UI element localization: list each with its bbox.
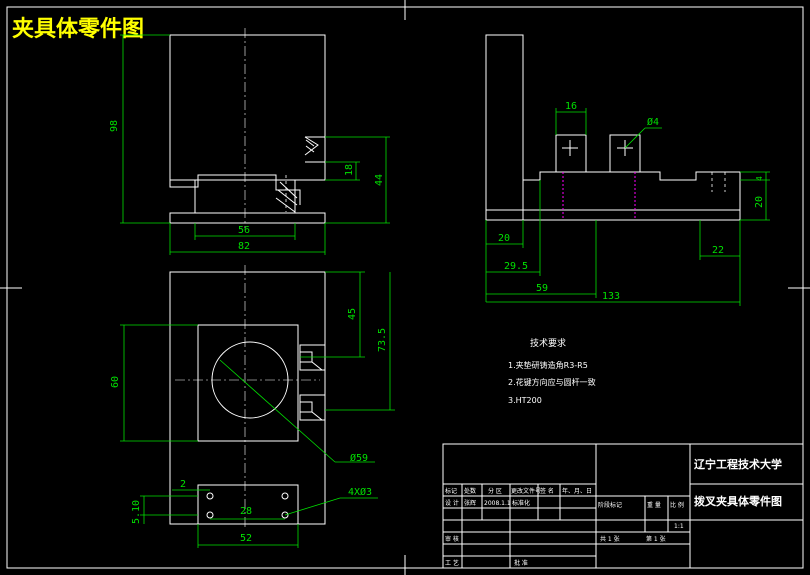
note-2: 2.花键方向应与圆杆一致 xyxy=(508,377,596,387)
dim-56: 56 xyxy=(238,225,250,236)
dim-44: 44 xyxy=(374,174,385,186)
dim-phi59: Ø59 xyxy=(350,452,368,464)
dim-133: 133 xyxy=(602,291,620,302)
tb-c10: 标准化 xyxy=(512,499,530,507)
dim-73-5: 73.5 xyxy=(377,328,388,352)
dim-29-5: 29.5 xyxy=(504,261,528,272)
tb-c8: 张辉 xyxy=(464,499,476,507)
tb-c3: 分 区 xyxy=(488,487,502,495)
tb-part-name: 拨叉夹具体零件图 xyxy=(694,494,782,508)
dim-22: 22 xyxy=(712,245,724,256)
dim-20-vertical: 20 xyxy=(754,196,765,208)
note-1: 1.夹垫研铸造角R3-R5 xyxy=(508,360,588,370)
dim-5-10: 5.10 xyxy=(131,500,142,524)
dim-16: 16 xyxy=(565,101,577,112)
top-view xyxy=(169,265,326,530)
dim-phi4: Ø4 xyxy=(647,116,659,128)
tb-school: 辽宁工程技术大学 xyxy=(694,457,782,471)
dim-18: 18 xyxy=(344,164,355,176)
tb-c1: 标记 xyxy=(445,487,457,495)
tb-c7: 设 计 xyxy=(445,499,459,507)
dim-82: 82 xyxy=(238,241,250,252)
tb-c15: 重 量 xyxy=(647,501,661,509)
tb-c9: 2008.1.1 xyxy=(484,500,511,507)
drawing-title: 夹具体零件图 xyxy=(12,17,144,42)
tb-c2: 处数 xyxy=(464,487,476,495)
drawing-border xyxy=(6,6,804,569)
technical-requirements: 技术要求 1.夹垫研铸造角R3-R5 2.花键方向应与圆杆一致 3.HT200 xyxy=(508,337,596,405)
dim-4: 4 xyxy=(755,176,764,181)
dim-59: 59 xyxy=(536,283,548,294)
tb-c11: 审 核 xyxy=(445,535,459,543)
title-block: 辽宁工程技术大学 拨叉夹具体零件图 标记 处数 分 区 更改文件号 签 名 年、… xyxy=(442,443,804,569)
tb-c19: 第 1 张 xyxy=(646,535,666,543)
dim-4x-phi3: 4XØ3 xyxy=(348,486,372,498)
notes-heading: 技术要求 xyxy=(530,337,566,349)
tb-c16: 比 例 xyxy=(670,501,684,509)
dim-45: 45 xyxy=(347,308,358,320)
dim-2: 2 xyxy=(180,479,186,490)
tb-c6: 年、月、日 xyxy=(562,487,592,495)
dim-20: 20 xyxy=(498,233,510,244)
tb-c14: 阶段标记 xyxy=(598,501,622,509)
tb-c17: 1:1 xyxy=(674,523,684,530)
top-dimensions: 45 73.5 60 Ø59 4XØ3 2 5.10 28 52 xyxy=(110,271,395,548)
front-view xyxy=(169,28,326,228)
side-view xyxy=(485,34,741,221)
front-dimensions: 98 44 18 56 82 xyxy=(109,34,390,255)
tb-c12: 工 艺 xyxy=(445,559,459,567)
tb-c5: 签 名 xyxy=(540,487,554,495)
dim-60: 60 xyxy=(110,376,121,388)
tb-c4: 更改文件号 xyxy=(511,487,541,495)
dim-52: 52 xyxy=(240,533,252,544)
tb-c18: 共 1 张 xyxy=(600,535,620,543)
note-3: 3.HT200 xyxy=(508,396,542,405)
side-dimensions: 16 Ø4 4 20 20 29.5 59 133 22 xyxy=(485,101,770,306)
dim-98: 98 xyxy=(109,120,120,132)
tb-c13: 批 准 xyxy=(514,559,528,567)
dim-28: 28 xyxy=(240,506,252,517)
